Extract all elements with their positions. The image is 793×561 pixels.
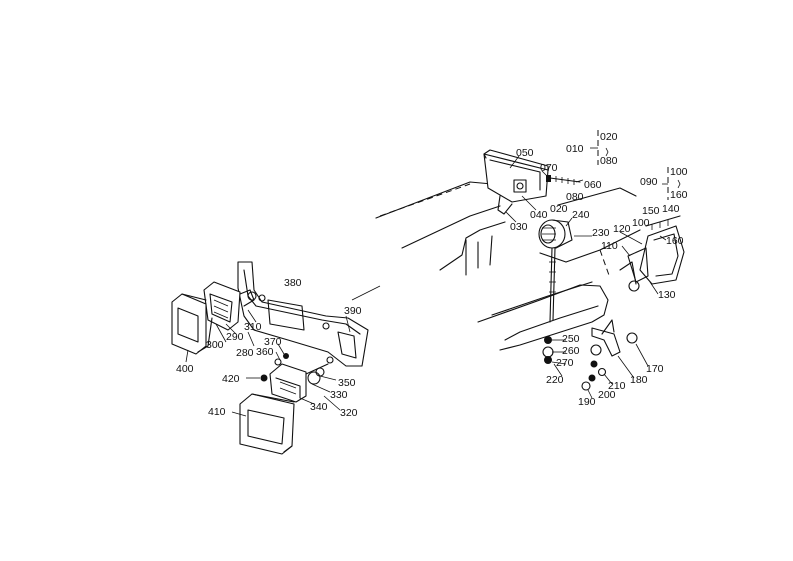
callout-280: 280 <box>236 347 254 359</box>
round-work-light <box>538 219 573 364</box>
small-parts-left <box>260 353 334 382</box>
callout-060: 060 <box>584 179 602 191</box>
callout-420: 420 <box>222 373 240 385</box>
callout-290: 290 <box>226 331 244 343</box>
callout-400: 400 <box>176 363 194 375</box>
callout-260: 260 <box>562 345 580 357</box>
callout-310: 310 <box>244 321 262 333</box>
lamp-290 <box>203 281 257 331</box>
bracket-assembly <box>581 319 638 391</box>
callout-340: 340 <box>310 401 328 413</box>
callout-labels: 010 020 080 050 070 060 080 020 040 030 … <box>176 131 688 419</box>
lamp-330 <box>269 363 329 403</box>
callout-150: 150 <box>642 205 660 217</box>
callout-130: 130 <box>658 289 676 301</box>
callout-160: 160 <box>670 189 688 201</box>
callout-370: 370 <box>264 336 282 348</box>
callout-410: 410 <box>208 406 226 418</box>
upper-lamp-housing <box>483 149 549 215</box>
callout-250: 250 <box>562 333 580 345</box>
bolt-060 <box>546 175 581 185</box>
callout-020: 020 <box>550 203 568 215</box>
callout-080: 080 <box>600 155 618 167</box>
callout-040: 040 <box>530 209 548 221</box>
callout-320: 320 <box>340 407 358 419</box>
bezel-410 <box>239 393 295 455</box>
callout-220: 220 <box>546 374 564 386</box>
callout-200: 200 <box>598 389 616 401</box>
callout-180: 180 <box>630 374 648 386</box>
hood-body <box>375 181 641 351</box>
callout-070: 070 <box>540 162 558 174</box>
callout-330: 330 <box>330 389 348 401</box>
callout-230: 230 <box>592 227 610 239</box>
callout-090: 090 <box>640 176 658 188</box>
callout-210: 210 <box>608 380 626 392</box>
callout-190: 190 <box>578 396 596 408</box>
callout-390: 390 <box>344 305 362 317</box>
callout-270: 270 <box>556 357 574 369</box>
callout-120: 120 <box>613 223 631 235</box>
callout-030: 030 <box>510 221 528 233</box>
callout-080: 080 <box>566 191 584 203</box>
bezel-400 <box>171 293 213 355</box>
callout-110: 110 <box>601 240 618 252</box>
callout-380: 380 <box>284 277 302 289</box>
callout-240: 240 <box>572 209 590 221</box>
callout-050: 050 <box>516 147 534 159</box>
callout-170: 170 <box>646 363 664 375</box>
callout-100: 100 <box>632 217 650 229</box>
callout-360: 360 <box>256 346 274 358</box>
callout-350: 350 <box>338 377 356 389</box>
leader-lines <box>185 130 681 417</box>
callout-160: 160 <box>666 235 684 247</box>
callout-300: 300 <box>206 339 224 351</box>
callout-010: 010 <box>566 143 584 155</box>
right-lamp-housing <box>619 215 685 292</box>
callout-020: 020 <box>600 131 618 143</box>
callout-140: 140 <box>662 203 680 215</box>
callout-100: 100 <box>670 166 688 178</box>
